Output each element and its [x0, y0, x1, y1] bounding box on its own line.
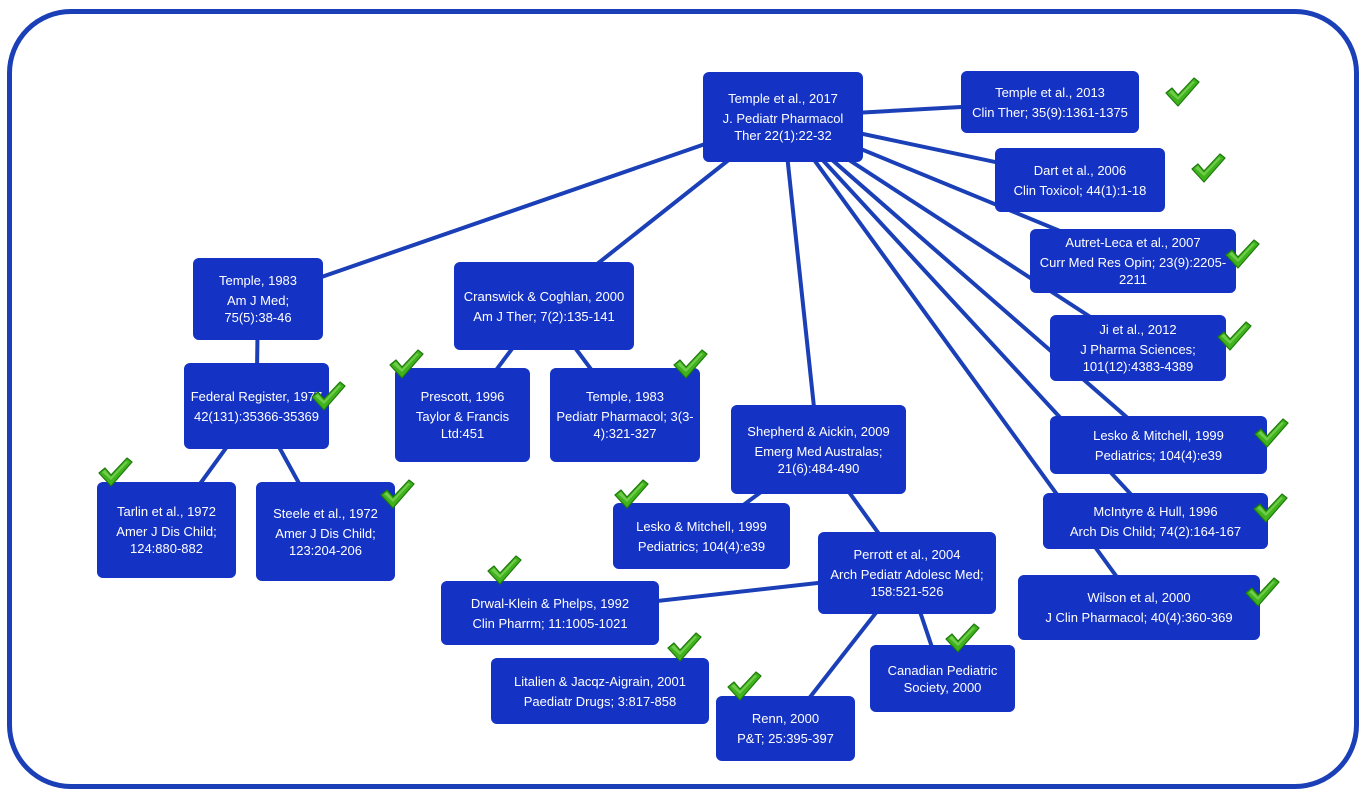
checkmark-icon	[614, 479, 649, 509]
node-title: Temple et al., 2013	[995, 84, 1105, 100]
node-cps2000: Canadian Pediatric Society, 2000	[870, 645, 1015, 712]
node-citation: Clin Toxicol; 44(1):1-18	[1013, 182, 1147, 198]
node-title: Tarlin et al., 1972	[116, 504, 216, 519]
node-title: Autret-Leca et al., 2007	[1065, 235, 1201, 250]
node-citation: Pediatrics; 104(4):e39	[637, 538, 766, 554]
node-citation: Am J Med; 75(5):38-46	[224, 293, 292, 325]
checkmark-icon	[389, 349, 424, 379]
node-wilson2000: Wilson et al, 2000 J Clin Pharmacol; 40(4…	[1018, 575, 1260, 640]
edge-root-lesko1999a	[781, 115, 1160, 447]
node-citation: Curr Med Res Opin; 23(9):2205-2211	[1039, 255, 1227, 287]
checkmark-icon	[673, 349, 708, 379]
node-citation: Clin Pharrm; 11:1005-1021	[472, 615, 628, 631]
node-title: Temple, 1983	[218, 273, 298, 288]
checkmark-icon	[1253, 493, 1288, 523]
node-citation: Arch Dis Child; 74(2):164-167	[1069, 523, 1242, 539]
node-citation: Amer J Dis Child; 123:204-206	[275, 525, 376, 558]
checkmark-icon	[1225, 239, 1260, 269]
node-root: Temple et al., 2017 J. Pediatr Pharmacol …	[703, 72, 863, 162]
checkmark-icon	[667, 632, 702, 662]
edge-root-temple1983a	[257, 115, 784, 301]
node-temple1983a: Temple, 1983 Am J Med; 75(5):38-46	[193, 258, 323, 340]
node-title: McIntyre & Hull, 1996	[1093, 503, 1218, 519]
node-citation: Emerg Med Australas; 21(6):484-490	[754, 443, 883, 476]
node-title: Federal Register, 1977	[190, 388, 323, 404]
checkmark-icon	[98, 457, 133, 487]
node-citation: Pediatr Pharmacol; 3(3-4):321-327	[556, 409, 694, 441]
node-title: Wilson et al, 2000	[1087, 590, 1191, 605]
node-citation: J Pharma Sciences; 101(12):4383-4389	[1080, 342, 1196, 374]
node-citation: Am J Ther; 7(2):135-141	[473, 308, 615, 324]
checkmark-icon	[1165, 77, 1200, 107]
node-title: Cranswick & Coghlan, 2000	[463, 288, 625, 304]
node-citation: P&T; 25:395-397	[737, 731, 834, 746]
node-citation: Arch Pediatr Adolesc Med; 158:521-526	[830, 567, 984, 599]
node-title: Temple et al., 2017	[728, 91, 838, 106]
node-citation: Amer J Dis Child; 124:880-882	[116, 524, 217, 556]
checkmark-icon	[1217, 321, 1252, 351]
node-title: Lesko & Mitchell, 1999	[636, 518, 767, 534]
node-citation: Taylor & Francis Ltd:451	[415, 409, 510, 441]
node-title: Ji et al., 2012	[1099, 322, 1177, 337]
checkmark-icon	[487, 555, 522, 585]
node-cranswick2000: Cranswick & Coghlan, 2000 Am J Ther; 7(2)…	[454, 262, 634, 350]
checkmark-icon	[380, 479, 415, 509]
checkmark-icon	[1245, 577, 1280, 607]
node-fedreg1977: Federal Register, 1977 42(131):35366-3536…	[184, 363, 329, 449]
node-citation: 42(131):35366-35369	[193, 408, 320, 424]
checkmark-icon	[1254, 418, 1289, 448]
node-citation: Paediatr Drugs; 3:817-858	[523, 693, 677, 709]
node-title: Perrott et al., 2004	[853, 547, 961, 562]
checkmark-icon	[311, 381, 346, 411]
node-title: Canadian Pediatric Society, 2000	[887, 662, 998, 695]
checkmark-icon	[945, 623, 980, 653]
node-citation: Pediatrics; 104(4):e39	[1094, 447, 1223, 463]
node-title: Dart et al., 2006	[1033, 162, 1127, 178]
diagram-frame	[7, 9, 1359, 789]
node-title: Lesko & Mitchell, 1999	[1093, 427, 1224, 443]
node-ji2012: Ji et al., 2012 J Pharma Sciences; 101(12…	[1050, 315, 1226, 381]
node-citation: Clin Ther; 35(9):1361-1375	[972, 104, 1128, 120]
node-citation: J Clin Pharmacol; 40(4):360-369	[1045, 610, 1233, 625]
node-title: Renn, 2000	[751, 711, 820, 726]
node-title: Litalien & Jacqz-Aigrain, 2001	[514, 673, 686, 689]
checkmark-icon	[727, 671, 762, 701]
edge-root-shepherd2009	[781, 116, 821, 450]
node-title: Prescott, 1996	[420, 389, 505, 404]
node-title: Steele et al., 1972	[273, 505, 378, 521]
node-title: Temple, 1983	[585, 389, 665, 404]
node-title: Drwal-Klein & Phelps, 1992	[470, 595, 630, 611]
node-citation: J. Pediatr Pharmacol Ther 22(1):22-32	[722, 111, 844, 143]
checkmark-icon	[1191, 153, 1226, 183]
node-title: Shepherd & Aickin, 2009	[747, 423, 890, 439]
